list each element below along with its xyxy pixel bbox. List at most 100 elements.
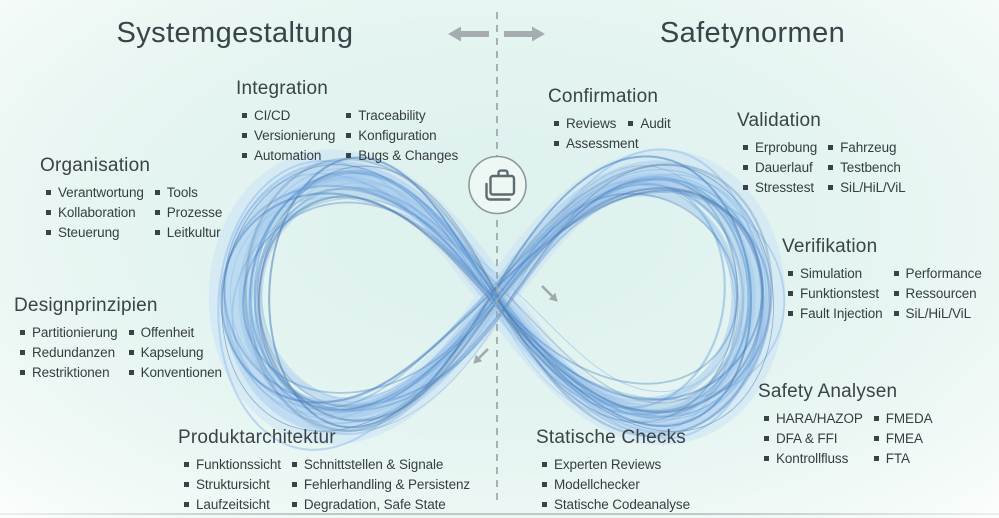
- loop-stroke: [223, 168, 767, 425]
- briefcase-icon: [485, 169, 516, 201]
- bullet-square-icon: [291, 461, 297, 467]
- direction-arrows: [448, 26, 558, 364]
- bullet-item: Traceability: [346, 105, 458, 125]
- bullet-square-icon: [554, 140, 559, 146]
- bullet-square-icon: [154, 209, 160, 215]
- bullet-item: Leitkultur: [154, 222, 222, 242]
- bullet-group: HARA/HAZOP DFA & FFI Kontrollfluss: [764, 408, 863, 468]
- flow-arrow-down-right-icon: [541, 285, 558, 302]
- bullet-square-icon: [542, 501, 547, 507]
- section-title: Designprinzipien: [14, 295, 158, 316]
- bullet-square-icon: [542, 481, 547, 487]
- bullet-square-icon: [242, 152, 247, 158]
- bullet-label: Erprobung: [755, 139, 818, 155]
- bullet-square-icon: [764, 415, 769, 421]
- bullet-item: Performance: [893, 263, 982, 283]
- bullet-item: SiL/HiL/ViL: [828, 177, 906, 197]
- bullet-label: Fehlerhandling & Persistenz: [303, 476, 471, 492]
- loop-stroke: [249, 178, 743, 412]
- bullet-label: Bugs & Changes: [358, 147, 459, 163]
- bullet-label: DFA & FFI: [776, 430, 838, 446]
- bullet-item: Restriktionen: [20, 362, 118, 382]
- bullet-square-icon: [873, 435, 879, 441]
- bullet-label: Leitkultur: [166, 224, 221, 240]
- bullet-item: Konfiguration: [346, 125, 458, 145]
- bullet-label: Kontrollfluss: [776, 450, 849, 466]
- loop-stroke: [220, 189, 764, 404]
- section-title: Verifikation: [782, 236, 878, 257]
- bullet-label: Kapselung: [140, 344, 204, 360]
- loop-stroke: [222, 160, 772, 434]
- section-safety-analysen: Safety Analysen HARA/HAZOP DFA & FFI Kontr…: [758, 380, 933, 468]
- loop-stroke: [256, 177, 740, 418]
- bullet-item: Testbench: [828, 157, 905, 177]
- bullet-label: Simulation: [800, 265, 863, 281]
- bullet-label: Verantwortung: [58, 184, 144, 200]
- bullet-item: Fehlerhandling & Persistenz: [291, 474, 471, 494]
- loop-stroke: [253, 182, 726, 413]
- bullet-item: Automation: [242, 145, 335, 165]
- bullet-label: Funktionstest: [800, 285, 879, 301]
- bullet-square-icon: [46, 189, 51, 195]
- bullet-square-icon: [828, 164, 834, 170]
- bullet-item: Simulation: [788, 263, 883, 283]
- swap-arrow-left-icon: [448, 26, 489, 42]
- bullet-label: Prozesse: [166, 204, 223, 220]
- bullet-item: Erprobung: [743, 137, 817, 157]
- bullet-square-icon: [743, 164, 748, 170]
- bullet-item: Kollaboration: [46, 202, 144, 222]
- bullet-label: SiL/HiL/ViL: [840, 179, 906, 195]
- bullet-square-icon: [154, 189, 160, 195]
- loop-stroke: [249, 172, 752, 416]
- bullet-label: Fahrzeug: [840, 139, 897, 155]
- section-title: Safety Analysen: [758, 381, 898, 402]
- bullet-item: Ressourcen: [893, 283, 982, 303]
- bullet-square-icon: [764, 435, 769, 441]
- section-title: Validation: [737, 110, 822, 131]
- bullet-label: Konventionen: [140, 364, 222, 380]
- bullet-item: Funktionstest: [788, 283, 883, 303]
- bullet-item: Audit: [628, 113, 671, 133]
- bullet-square-icon: [542, 461, 547, 467]
- bullet-label: FTA: [885, 450, 910, 466]
- loop-stroke: [223, 184, 771, 413]
- bullet-square-icon: [184, 501, 189, 507]
- bullet-square-icon: [46, 229, 51, 235]
- loop-stroke: [229, 185, 752, 404]
- bullet-square-icon: [788, 270, 793, 276]
- bullet-label: Testbench: [840, 159, 901, 175]
- bullet-label: Modellchecker: [554, 476, 640, 492]
- bullet-item: Tools: [154, 182, 222, 202]
- loop-stroke: [258, 186, 764, 422]
- bullet-label: Konfiguration: [358, 127, 437, 143]
- bullet-square-icon: [828, 184, 834, 190]
- loop-stroke: [208, 149, 786, 445]
- bullet-item: HARA/HAZOP: [764, 408, 863, 428]
- bullet-square-icon: [346, 112, 352, 118]
- bullet-square-icon: [128, 329, 134, 335]
- loop-stroke: [256, 165, 739, 432]
- bullet-item: Funktionssicht: [184, 454, 281, 474]
- bullet-label: SiL/HiL/ViL: [905, 305, 972, 321]
- bullet-group: Assessment: [554, 133, 671, 153]
- center-badge: [468, 155, 527, 215]
- loop-stroke: [249, 174, 745, 423]
- section-title: Statische Checks: [536, 427, 686, 448]
- bullet-square-icon: [893, 290, 899, 296]
- section-title: Integration: [236, 78, 328, 99]
